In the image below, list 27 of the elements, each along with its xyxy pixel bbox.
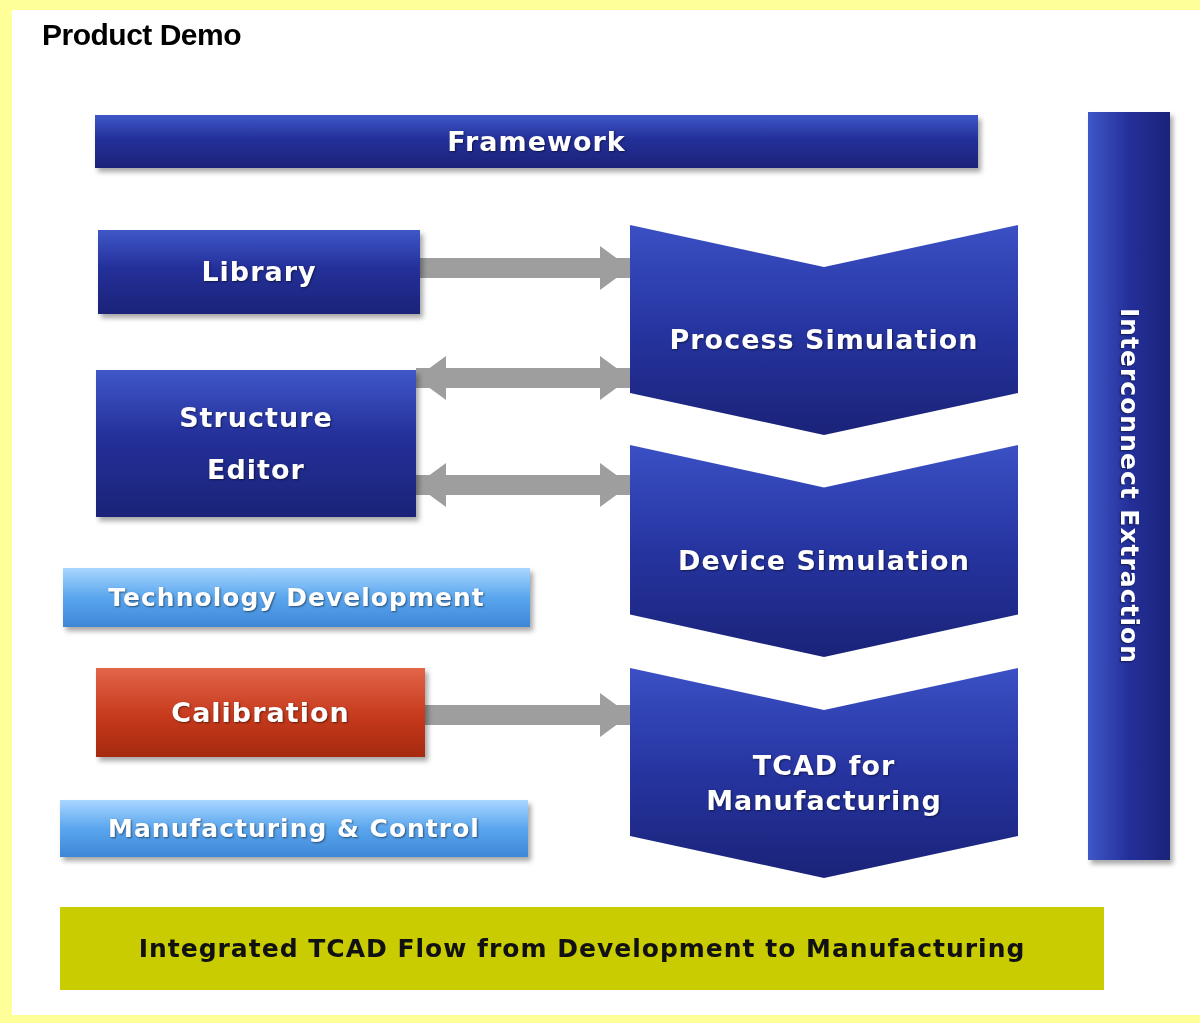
node-label: Integrated TCAD Flow from Development to Manufacturing <box>138 932 1026 965</box>
diagram-title: Product Demo <box>42 18 242 52</box>
chevron-shape <box>630 668 1018 878</box>
node-label: Interconnect Extraction <box>1113 308 1145 664</box>
block-arrow <box>416 356 630 400</box>
block-arrow <box>425 693 630 737</box>
process-box <box>96 668 425 757</box>
process-box <box>96 370 416 517</box>
banner-bar <box>63 568 530 627</box>
node-label: Technology Development <box>108 581 485 614</box>
process-box <box>95 115 978 168</box>
node-label: Device Simulation <box>677 544 971 579</box>
vertical-bar <box>1088 112 1170 860</box>
node-label: Library <box>201 255 317 290</box>
banner-bar <box>60 800 528 857</box>
node-label: Calibration <box>171 695 350 730</box>
block-arrow <box>416 463 630 507</box>
banner-bar <box>60 907 1104 990</box>
process-box <box>98 230 420 314</box>
node-label: Structure Editor <box>178 401 334 487</box>
node-label: TCAD for Manufacturing <box>705 748 943 818</box>
node-label: Manufacturing & Control <box>108 812 480 845</box>
chevron-shape <box>630 225 1018 435</box>
block-arrow <box>420 246 630 290</box>
node-label: Process Simulation <box>668 323 980 358</box>
chevron-shape <box>630 445 1018 657</box>
node-label: Framework <box>447 124 626 159</box>
